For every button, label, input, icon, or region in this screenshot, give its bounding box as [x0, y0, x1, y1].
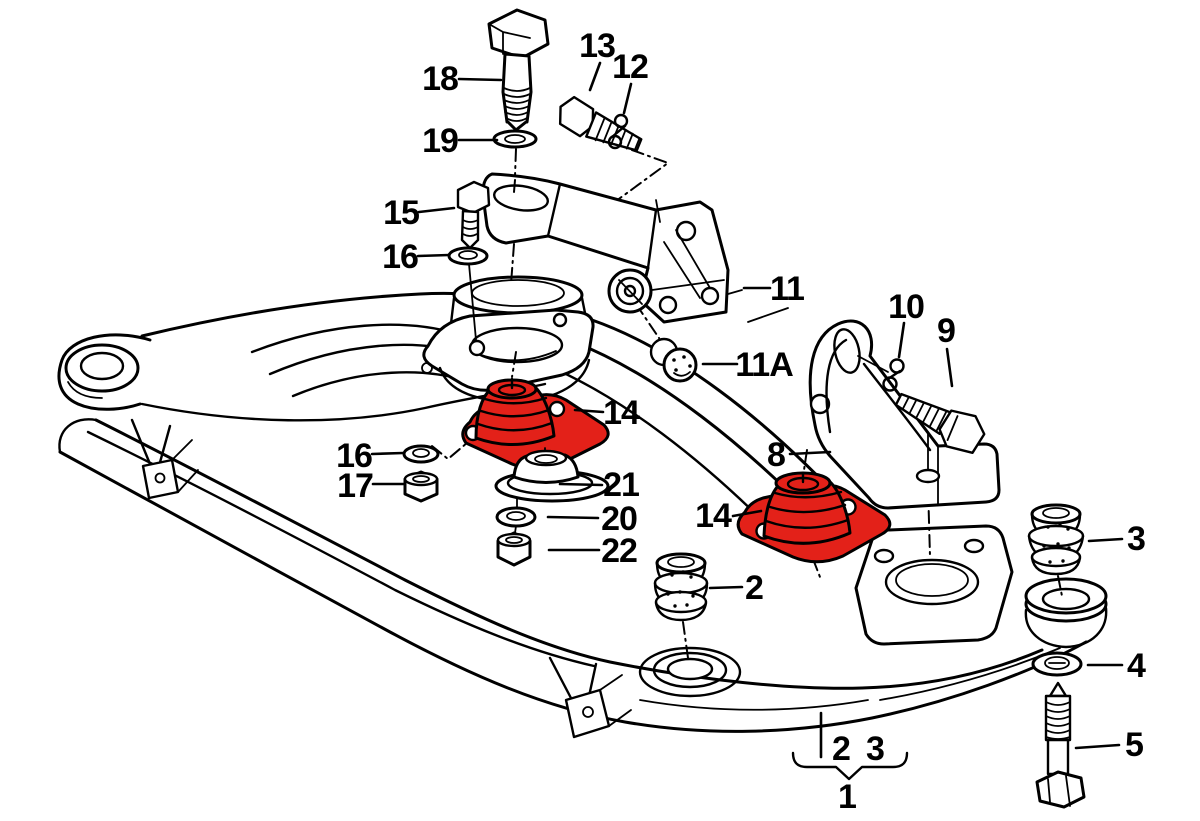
callout-label-10: 10 [888, 288, 924, 326]
callout-leader-15 [417, 206, 456, 214]
right-bushing-tower [1024, 577, 1108, 649]
rear-bracket-8 [808, 319, 1001, 510]
callout-label-12: 12 [612, 48, 648, 86]
callout-label-group-3: 3 [866, 730, 884, 768]
axis-through-slot [513, 179, 516, 193]
callout-leader-3 [1087, 537, 1124, 543]
rail-bracket-left [130, 418, 199, 500]
washer-4 [1031, 651, 1083, 677]
callout-label-8: 8 [767, 436, 785, 474]
callout-leader-18 [457, 77, 503, 82]
callout-label-22: 22 [601, 532, 637, 570]
nut-22 [496, 531, 532, 567]
callout-leader-14-left [573, 408, 605, 414]
bushing-3 [1027, 503, 1085, 576]
callout-label-11A: 11A [735, 346, 793, 384]
engine-mount-14-left [461, 377, 610, 471]
callout-leader-16-upper [416, 253, 451, 258]
rail-bracket-center [548, 656, 632, 739]
callout-label-19: 19 [422, 122, 458, 160]
callout-label-16-left: 16 [336, 437, 372, 475]
callout-label-11: 11 [770, 270, 804, 308]
callout-label-21: 21 [603, 466, 639, 504]
mount-platform-left [422, 275, 595, 403]
callout-label-group-2: 2 [832, 730, 850, 768]
bolt-9 [894, 392, 986, 455]
washer-16-upper [447, 246, 489, 341]
callout-label-18: 18 [422, 60, 458, 98]
washer-19 [492, 129, 538, 149]
washer-20 [495, 497, 537, 534]
callout-label-17: 17 [337, 467, 373, 505]
callout-label-5: 5 [1125, 726, 1143, 764]
callout-label-15: 15 [383, 194, 419, 232]
callout-label-2: 2 [745, 569, 763, 607]
clip-10 [882, 358, 905, 392]
callout-label-13: 13 [579, 27, 615, 65]
torque-arm-bracket-11 [481, 172, 730, 324]
callout-leader-5 [1074, 743, 1121, 750]
callout-label-3: 3 [1127, 520, 1145, 558]
buffer-bolt-11A [649, 337, 698, 383]
engine-mount-14-right [736, 471, 892, 564]
group-bracket [791, 711, 909, 781]
callout-leader-16-left [370, 451, 405, 456]
nut-17 [403, 470, 439, 503]
bolt-15 [456, 180, 491, 250]
callout-leader-12 [622, 82, 633, 115]
callout-leader-10 [897, 321, 906, 359]
bolt-18 [487, 8, 550, 141]
mount-support-21 [494, 447, 610, 503]
callout-leader-2 [708, 585, 744, 590]
bushing-2 [653, 552, 709, 622]
callout-label-14-right: 14 [695, 497, 732, 535]
clip-12 [607, 113, 629, 150]
callout-label-14-left: 14 [603, 394, 640, 432]
callout-leader-14-right [731, 509, 763, 518]
callout-label-4: 4 [1127, 647, 1146, 685]
callout-leader-13 [588, 61, 602, 92]
washer-16-left [402, 444, 440, 464]
callout-leader-20 [546, 515, 600, 520]
callout-label-9: 9 [937, 312, 955, 350]
callout-label-16-upper: 16 [382, 238, 418, 276]
callout-label-20: 20 [601, 500, 637, 538]
callout-leader-9 [945, 347, 954, 388]
bolt-13 [558, 95, 643, 152]
callout-leader-8 [788, 450, 832, 456]
callout-leader-21 [558, 482, 604, 487]
stud-bolt-5 [1035, 681, 1086, 809]
callout-label-group-1: 1 [838, 778, 856, 816]
